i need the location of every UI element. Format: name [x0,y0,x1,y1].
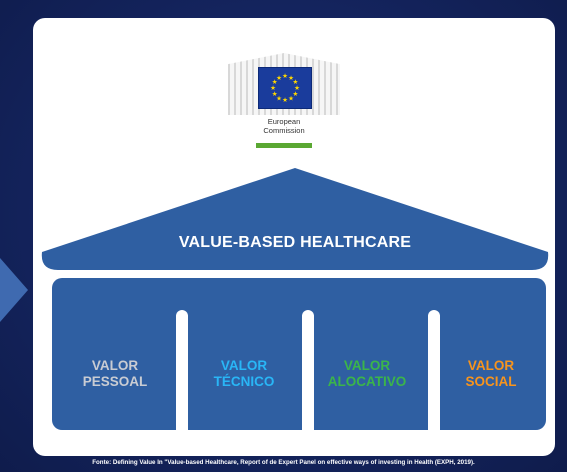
logo-line-1: European [267,117,301,126]
roof-title: VALUE-BASED HEALTHCARE [178,234,412,251]
pillar-valor-social: VALOR SOCIAL [436,358,546,390]
eu-star-icon: ★ [288,96,294,103]
pillar-divider-2 [302,310,314,436]
pillar-line-2: PESSOAL [82,374,148,389]
roof-shape [41,168,549,270]
logo-accent-bar [256,143,312,148]
pillar-line-2: SOCIAL [465,374,517,389]
eu-star-icon: ★ [288,75,294,82]
eu-star-icon: ★ [272,91,278,98]
eu-star-icon: ★ [270,85,276,92]
source-footnote: Fonte: Defining Value In "Value-based He… [92,459,475,466]
eu-stars-icon: ★★★★★★★★★★★★ [270,73,300,104]
eu-flag-icon: ★★★★★★★★★★★★ [258,67,312,109]
pillars-base [52,278,546,430]
eu-star-icon: ★ [282,97,288,104]
pillar-valor-alocativo: VALOR ALOCATIVO [312,358,422,390]
eu-star-icon: ★ [272,79,278,86]
eu-star-icon: ★ [276,75,282,82]
logo-line-2: Commission [263,126,305,135]
pillar-line-2: ALOCATIVO [327,374,407,389]
logo-wordmark: European Commission [222,117,346,135]
pillar-line-1: VALOR [467,358,515,373]
navigation-arrow-icon [0,258,28,322]
pillar-valor-pessoal: VALOR PESSOAL [60,358,170,390]
eu-star-icon: ★ [292,79,298,86]
pillar-line-1: VALOR [220,358,268,373]
pillar-line-1: VALOR [343,358,391,373]
pillar-valor-tecnico: VALOR TÉCNICO [189,358,299,390]
eu-star-icon: ★ [292,91,298,98]
eu-star-icon: ★ [276,96,282,103]
pillar-divider-1 [176,310,188,436]
eu-star-icon: ★ [282,73,288,80]
pillar-line-1: VALOR [91,358,139,373]
eu-star-icon: ★ [294,85,300,92]
european-commission-logo: ★★★★★★★★★★★★ European Commission [222,49,346,153]
pillar-divider-3 [428,310,440,436]
pillar-line-2: TÉCNICO [213,374,275,389]
